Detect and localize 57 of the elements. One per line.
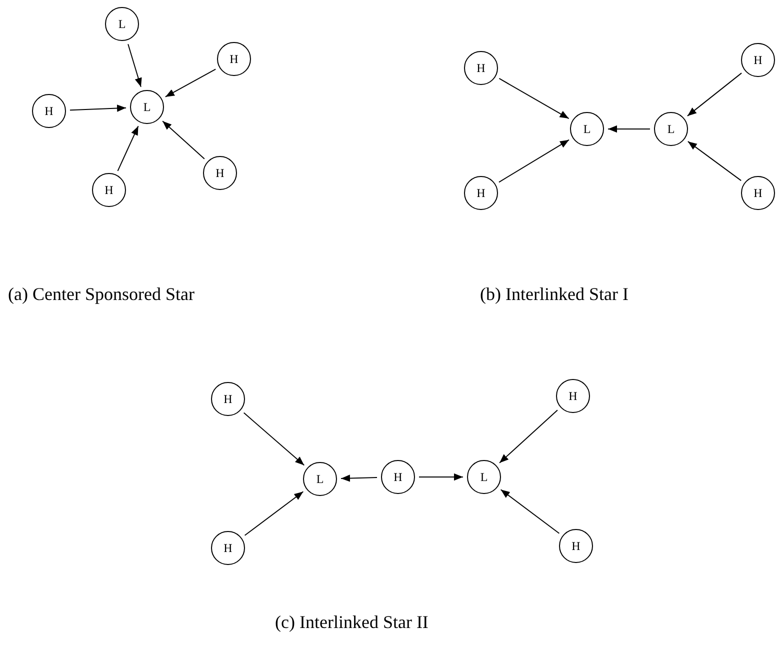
arrow [686, 72, 742, 116]
node-label: H [44, 105, 54, 117]
node-circle [105, 7, 139, 41]
node-circle [464, 51, 498, 85]
node-circle [556, 379, 590, 413]
node-label: H [568, 390, 578, 402]
arrow [128, 44, 142, 88]
arrow [498, 139, 570, 183]
node-circle [211, 531, 245, 565]
node-label: H [216, 167, 224, 179]
subfigure-caption: (b) Interlinked Star I [480, 284, 628, 305]
arrow [499, 410, 558, 464]
node-circle [464, 176, 498, 210]
node-label: H [476, 187, 486, 199]
node-circle [32, 94, 66, 128]
arrow [69, 104, 127, 112]
node-label: L [480, 471, 488, 483]
node-circle [559, 529, 593, 563]
node-label: H [394, 471, 402, 483]
node-label: H [476, 62, 486, 74]
node-label: L [667, 123, 675, 135]
arrow [117, 126, 139, 172]
node-circle [381, 460, 415, 494]
node-label: H [754, 187, 762, 199]
node-label: H [754, 54, 762, 66]
node-label: H [104, 184, 114, 196]
node-label: L [118, 18, 126, 30]
node-label: L [583, 123, 591, 135]
node-circle [203, 156, 237, 190]
arrow [418, 473, 464, 481]
arrow [608, 125, 650, 133]
node-circle [741, 176, 775, 210]
node-circle [467, 460, 501, 494]
arrow [243, 412, 305, 466]
node-label: H [224, 393, 232, 405]
node-circle [92, 173, 126, 207]
node-circle [217, 42, 251, 76]
node-label: H [572, 540, 580, 552]
node-label: L [316, 473, 324, 485]
node-label: L [143, 101, 151, 113]
node-circle [654, 112, 688, 146]
arrow [164, 68, 216, 98]
node-label: H [224, 542, 232, 554]
arrow [500, 489, 560, 534]
subfigure-caption: (a) Center Sponsored Star [8, 284, 194, 305]
arrow [498, 78, 570, 120]
arrow [244, 491, 304, 536]
subfigure-caption: (c) Interlinked Star II [275, 612, 428, 633]
arrow [687, 140, 742, 182]
node-circle [303, 462, 337, 496]
node-circle [741, 43, 775, 77]
arrow [340, 474, 378, 482]
node-label: H [230, 53, 238, 65]
node-circle [130, 90, 164, 124]
node-circle [211, 382, 245, 416]
node-circle [570, 112, 604, 146]
arrow [162, 120, 205, 160]
